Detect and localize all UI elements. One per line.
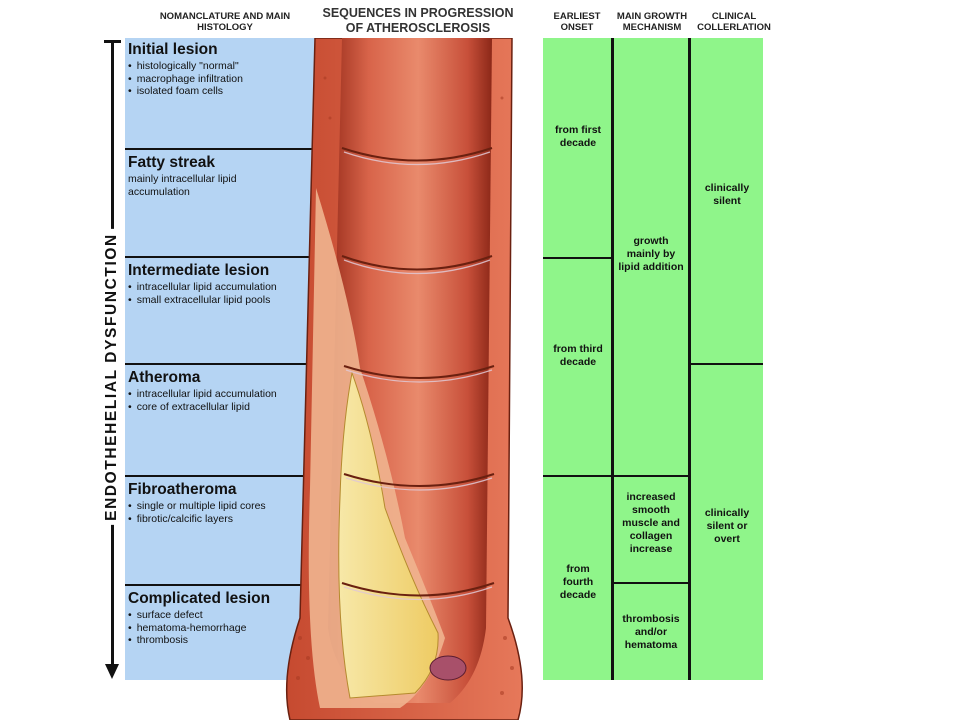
growth-column <box>613 38 690 680</box>
growth-divider <box>613 475 689 477</box>
onset-divider <box>543 475 612 477</box>
bullet: fibrotic/calcific layers <box>128 513 320 526</box>
bullet: macrophage infiltration <box>128 73 320 86</box>
stage-bullets: intracellular lipid accumulation small e… <box>128 281 320 306</box>
stage-divider <box>125 363 320 365</box>
stage-bullets: histologically "normal" macrophage infil… <box>128 60 320 98</box>
bullet: intracellular lipid accumulation <box>128 388 320 401</box>
stage-intermediate-lesion: Intermediate lesion intracellular lipid … <box>125 259 320 306</box>
bullet: thrombosis <box>128 634 320 647</box>
stage-title: Fatty streak <box>128 154 216 171</box>
stage-bullets: single or multiple lipid cores fibrotic/… <box>128 500 320 525</box>
stage-text: mainly intracellular lipid accumulation <box>128 173 237 198</box>
stage-complicated-lesion: Complicated lesion surface defect hemato… <box>125 587 320 647</box>
growth-lipid-addition: growth mainly by lipid addition <box>618 235 684 273</box>
endothelial-dysfunction-label: ENDOTHEHELIAL DYSFUNCTION <box>103 229 121 525</box>
onset-divider <box>543 257 612 259</box>
stage-bullets: surface defect hematoma-hemorrhage throm… <box>128 609 320 647</box>
lipid-core <box>338 371 439 699</box>
onset-column <box>543 38 613 680</box>
bullet: histologically "normal" <box>128 60 320 73</box>
section-rings <box>341 147 495 597</box>
stage-title: Fibroatheroma <box>128 481 237 498</box>
clinical-column <box>690 38 763 680</box>
stage-title: Atheroma <box>128 369 201 386</box>
stage-title: Initial lesion <box>128 41 218 58</box>
column-separator <box>611 38 614 680</box>
header-nomenclature: NOMANCLATURE AND MAIN HISTOLOGY <box>159 11 291 33</box>
clinical-silent-or-overt: clinically silent or overt <box>704 507 750 545</box>
stage-fibroatheroma: Fibroatheroma single or multiple lipid c… <box>125 478 320 525</box>
clinical-silent: clinically silent <box>704 182 750 207</box>
onset-third-decade: from third decade <box>553 343 603 368</box>
bullet: small extracellular lipid pools <box>128 294 320 307</box>
header-growth-mechanism: MAIN GROWTH MECHANISM <box>616 11 688 33</box>
wall-dots <box>296 76 514 695</box>
stage-atheroma: Atheroma intracellular lipid accumulatio… <box>125 366 320 413</box>
clinical-divider <box>690 363 763 365</box>
bullet: core of extracellular lipid <box>128 401 320 414</box>
onset-first-decade: from first decade <box>554 124 602 149</box>
stage-title: Intermediate lesion <box>128 262 270 279</box>
onset-fourth-decade: from fourth decade <box>559 563 597 601</box>
bullet: single or multiple lipid cores <box>128 500 320 513</box>
ring-highlights <box>343 151 493 601</box>
stage-title: Complicated lesion <box>128 590 271 607</box>
bullet: surface defect <box>128 609 320 622</box>
growth-thrombosis: thrombosis and/or hematoma <box>622 613 680 651</box>
stage-bullets: intracellular lipid accumulation core of… <box>128 388 320 413</box>
header-sequences: SEQUENCES IN PROGRESSION OF ATHEROSCLERO… <box>322 6 514 35</box>
stage-initial-lesion: Initial lesion histologically "normal" m… <box>125 38 320 98</box>
header-clinical-correlation: CLINICAL COLLERLATION <box>697 11 771 33</box>
stage-divider <box>125 584 320 586</box>
artery-illustration <box>285 38 523 720</box>
nomenclature-column <box>125 38 320 680</box>
stage-fatty-streak: Fatty streak mainly intracellular lipid … <box>125 151 320 198</box>
growth-divider <box>613 582 689 584</box>
bullet: hematoma-hemorrhage <box>128 622 320 635</box>
stage-divider <box>125 256 320 258</box>
thrombus <box>429 655 467 681</box>
bullet: intracellular lipid accumulation <box>128 281 320 294</box>
growth-smooth-muscle: increased smooth muscle and collagen inc… <box>622 491 680 555</box>
bullet: isolated foam cells <box>128 85 320 98</box>
stage-divider <box>125 475 320 477</box>
header-earliest-onset: EARLIEST ONSET <box>553 11 601 33</box>
stage-divider <box>125 148 320 150</box>
axis-arrow-icon <box>105 664 119 679</box>
column-separator <box>688 38 691 680</box>
